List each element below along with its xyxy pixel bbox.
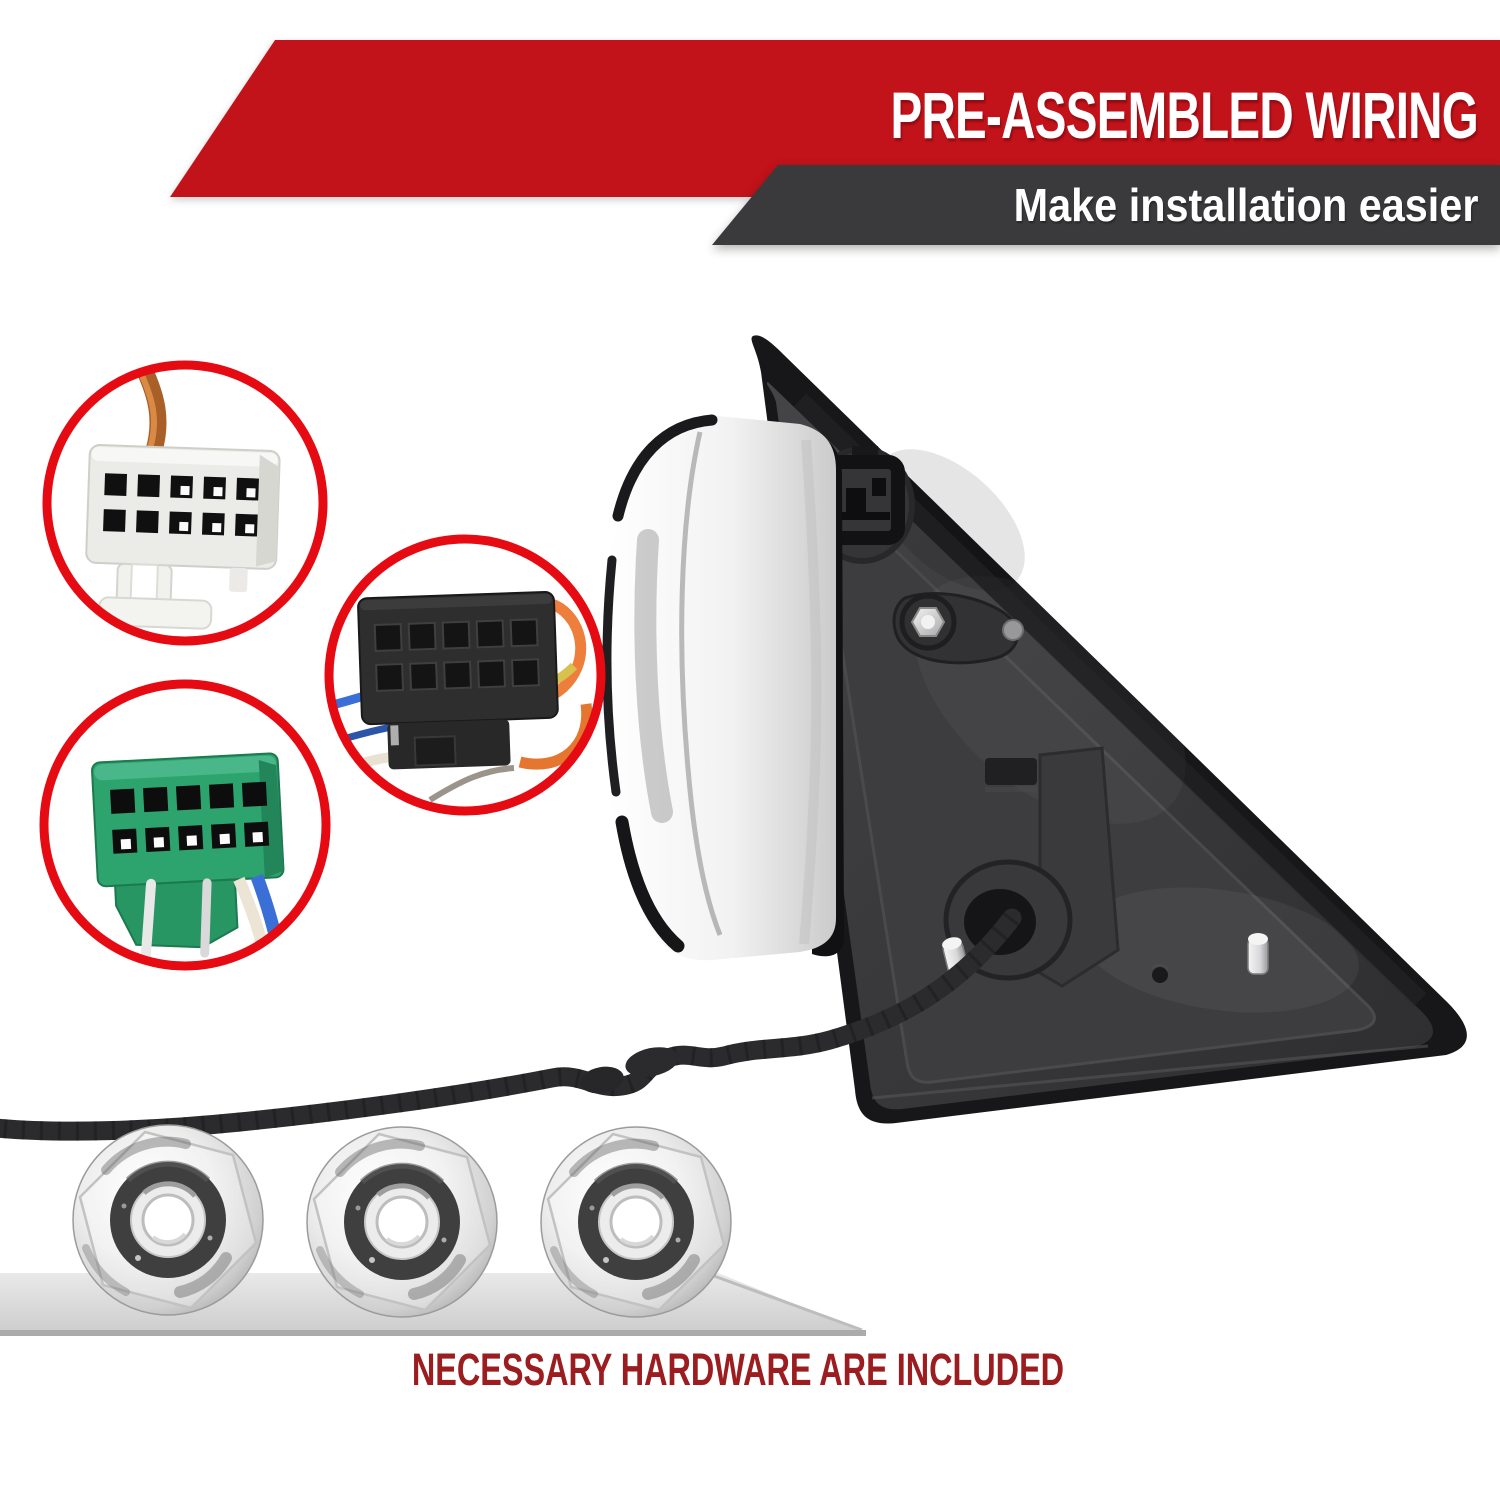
callout-black-connector [324, 534, 606, 816]
banner-title: PRE-ASSEMBLED WIRING [890, 78, 1478, 152]
metal-pin [200, 878, 212, 958]
mirror-chrome-cap [602, 414, 844, 961]
pivot-bolt [910, 607, 946, 637]
wiring-cable [0, 908, 1022, 1141]
subtitle-banner [0, 165, 1500, 245]
callout-ring [39, 679, 331, 971]
callout-green-connector [39, 679, 331, 971]
mounting-stud [1247, 933, 1269, 975]
callout-ring [42, 360, 328, 646]
flange-nut-2 [307, 1127, 497, 1317]
metal-pin [140, 878, 157, 964]
mirror-mounting-plate [751, 335, 1467, 1124]
side-mirror-photo [0, 335, 1467, 1141]
footer-caption: NECESSARY HARDWARE ARE INCLUDED [411, 1344, 1065, 1395]
banner-subtitle: Make installation easier [1013, 179, 1478, 231]
callout-white-connector [42, 360, 328, 646]
subtitle-banner-shape [712, 165, 1500, 245]
flange-nut-1 [73, 1125, 263, 1315]
white-wire [233, 876, 277, 964]
callout-ring [324, 534, 606, 816]
flange-nut-3 [541, 1127, 731, 1317]
